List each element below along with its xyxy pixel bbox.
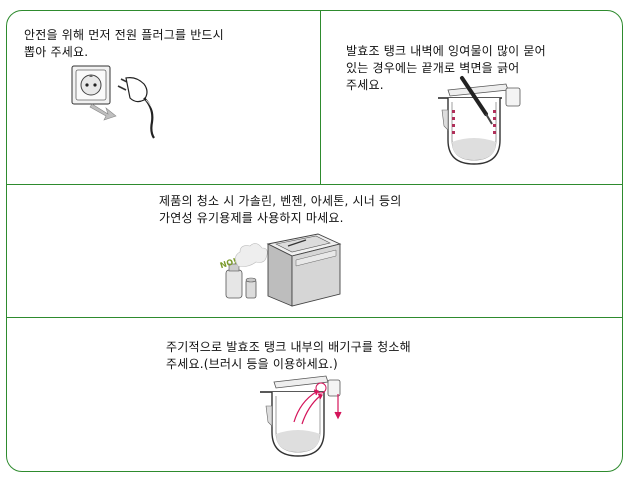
spray-can-icon	[225, 263, 257, 299]
power-plug-icon	[117, 77, 157, 139]
unplug-illustration	[71, 65, 157, 139]
exhaust-cleaning-illustration	[260, 375, 342, 457]
exhaust-line-1: 주기적으로 발효조 탱크 내부의 배기구를 청소해	[166, 340, 411, 354]
unplug-line-1: 안전을 위해 먼저 전원 플러그를 반드시	[24, 28, 224, 42]
wall-residue-dots	[452, 110, 496, 134]
divider-row-1	[7, 184, 622, 185]
bread-maker-icon	[266, 233, 342, 307]
exhaust-instruction: 주기적으로 발효조 탱크 내부의 배기구를 청소해 주세요.(브러시 등을 이용…	[166, 339, 411, 373]
tank-wall-line-1: 발효조 탱크 내벽에 잉여물이 많이 묻어	[346, 44, 546, 58]
solvent-illustration: NO!	[219, 233, 342, 307]
solvent-warning: 제품의 청소 시 가솔린, 벤젠, 아세톤, 시너 등의 가연성 유기용제를 사…	[159, 193, 401, 227]
divider-column	[320, 11, 321, 184]
airflow-arrows-icon	[293, 382, 342, 425]
tank-wall-line-2: 있는 경우에는 끝개로 벽면을 긁어	[346, 61, 520, 75]
unplug-instruction: 안전을 위해 먼저 전원 플러그를 반드시 뽑아 주세요.	[24, 27, 224, 61]
tank-icon	[438, 83, 521, 165]
tank-scraping-illustration	[438, 76, 521, 165]
tank-wall-instruction: 발효조 탱크 내벽에 잉여물이 많이 묻어 있는 경우에는 끝개로 벽면을 긁어…	[346, 43, 546, 94]
instruction-frame	[6, 10, 623, 472]
unplug-line-2: 뽑아 주세요.	[24, 45, 89, 59]
wall-socket-icon	[71, 65, 111, 105]
exhaust-line-2: 주세요.(브러시 등을 이용하세요.)	[166, 357, 338, 371]
pull-arrow-icon	[89, 103, 117, 121]
scraper-tool-icon	[460, 76, 493, 125]
solvent-line-2: 가연성 유기용제를 사용하지 마세요.	[159, 211, 344, 225]
tank-icon	[260, 375, 341, 457]
divider-row-2	[7, 317, 622, 318]
solvent-line-1: 제품의 청소 시 가솔린, 벤젠, 아세톤, 시너 등의	[159, 194, 402, 208]
vapor-cloud-icon	[235, 243, 268, 267]
tank-wall-line-3: 주세요.	[346, 78, 384, 92]
